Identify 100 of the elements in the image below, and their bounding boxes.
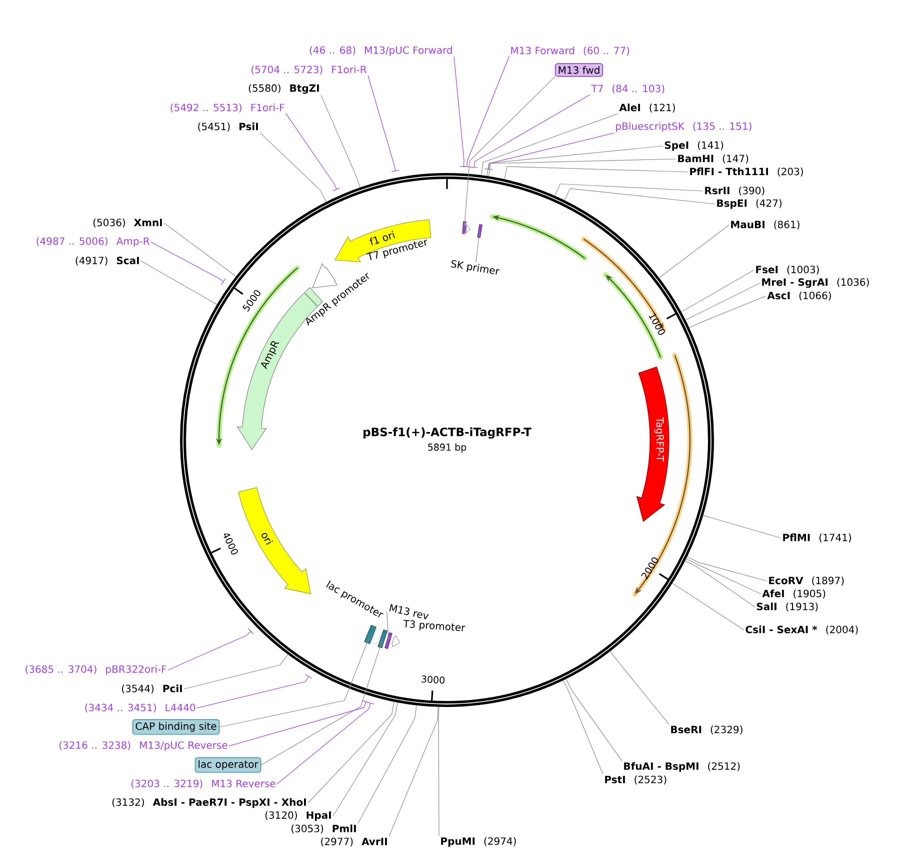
primer-label: (3203 .. 3219) M13 Reverse [131, 780, 276, 788]
feature-label: SK primer [450, 260, 500, 275]
enzyme-label: AfeI (1905) [762, 590, 826, 598]
leader-line [260, 638, 383, 766]
leader-line [140, 260, 218, 305]
enzyme-label: (3120) HpaI [265, 811, 331, 821]
feature-mark [477, 224, 482, 238]
plasmid-size: 5891 bp [428, 443, 466, 453]
feature-symbol [464, 222, 471, 235]
enzyme-label: PflFI - Tth111I (203) [690, 168, 803, 176]
tick-label: 1000 [648, 312, 665, 335]
primer-label: (3685 .. 3704) pBR322ori-F [26, 665, 166, 675]
leader-line [688, 296, 766, 328]
primer-label: (46 .. 68) M13/pUC Forward [310, 46, 452, 56]
enzyme-label: BspEI (427) [717, 199, 782, 209]
leader-line [368, 75, 400, 172]
enzyme-label: BfuAI - BspMI (2512) [624, 762, 740, 772]
primer-label: T7 (84 .. 103) [591, 84, 664, 94]
enzyme-label: CsiI - SexAI * (2004) [746, 626, 858, 634]
feature-mark [371, 629, 382, 645]
leader-line [168, 628, 254, 670]
leader-line [488, 158, 676, 177]
feature-box: CAP binding site [132, 719, 220, 735]
enzyme-label: (5036) XmnI [93, 218, 162, 228]
feature-box: lac operator [194, 757, 262, 773]
feature-box: M13 fwd [554, 63, 604, 77]
leader-line [563, 680, 604, 775]
primer-label: (3216 .. 3238) M13/pUC Reverse [59, 741, 228, 751]
feature-symbol [392, 635, 400, 648]
leader-line [332, 702, 398, 816]
leader-line [286, 113, 340, 191]
enzyme-label: SpeI (141) [664, 141, 724, 151]
enzyme-label: SalI (1913) [756, 602, 818, 612]
primer-label: (4987 .. 5006) Amp-R [36, 237, 150, 247]
leader-line [164, 222, 236, 277]
leader-line [610, 651, 670, 725]
enzyme-label: PstI (2523) [605, 776, 666, 784]
enzyme-label: (5580) BtgZI [248, 84, 319, 94]
enzyme-label: (3132) AbsI - PaeR7I - PspXI - XhoI [112, 798, 306, 808]
leader-line [184, 654, 288, 690]
leader-line [476, 230, 480, 263]
enzyme-label: AleI (121) [619, 104, 675, 112]
leader-line [684, 560, 756, 608]
feature-label: T3 promoter [403, 620, 466, 632]
leader-line [481, 113, 618, 176]
enzyme-label: (3053) PmlI [292, 824, 356, 834]
primer-label: (5704 .. 5723) F1ori-R [252, 66, 367, 74]
leader-line [276, 702, 374, 784]
leader-line [219, 634, 371, 728]
plasmid-name: pBS-f1(+)-ACTB-iTagRFP-T [364, 427, 532, 439]
feature-label: M13 rev [389, 604, 429, 620]
enzyme-label: EcoRV (1897) [769, 576, 844, 586]
enzyme-label: BamHI (147) [678, 154, 748, 164]
enzyme-label: (4917) ScaI [76, 256, 139, 266]
leader-line [554, 184, 704, 196]
feature-block: ori [238, 487, 312, 594]
primer-label: pBluescriptSK (135 .. 151) [616, 122, 752, 132]
leader-line [196, 674, 312, 708]
tick-label: 3000 [422, 675, 444, 684]
leader-line [564, 188, 716, 204]
leader-line [686, 556, 768, 582]
leader-line [358, 704, 417, 824]
enzyme-label: AscI (1066) [767, 292, 831, 300]
enzyme-label: (2977) AvrII [321, 838, 387, 846]
leader-line [672, 583, 744, 630]
enzyme-label: PflMI (1741) [783, 534, 851, 542]
leader-line [438, 706, 440, 836]
leader-line [464, 76, 556, 228]
enzyme-label: RsrII (390) [705, 186, 764, 196]
enzyme-label: MreI - SgrAI (1036) [762, 278, 869, 288]
enzyme-label: PpuMI (2974) [441, 837, 516, 847]
primer-label: M13 Forward (60 .. 77) [511, 46, 630, 56]
leader-line [504, 166, 688, 180]
feature-mark [378, 629, 388, 648]
enzyme-label: (5451) PsiI [198, 122, 258, 132]
leader-line [702, 515, 782, 538]
leader-line [484, 132, 614, 170]
leader-line [566, 678, 622, 762]
leader-line [388, 706, 438, 837]
leader-line [308, 701, 395, 804]
leader-line [150, 242, 226, 285]
feature-mark [364, 624, 376, 644]
leader-line [470, 94, 590, 168]
feature-mark [384, 632, 392, 649]
leader-line [463, 56, 510, 168]
leader-line [320, 94, 360, 188]
leader-line [228, 700, 370, 746]
leader-line [386, 612, 389, 641]
leader-line [680, 270, 754, 312]
enzyme-label: (3544) PciI [122, 684, 182, 694]
leader-line [260, 132, 327, 202]
leader-line [686, 558, 762, 594]
enzyme-label: MauBI (861) [731, 220, 800, 230]
primer-label: (5492 .. 5513) F1ori-F [170, 104, 284, 112]
leader-line [658, 224, 730, 278]
leader-line [685, 282, 760, 320]
primer-label: (3434 .. 3451) L4440 [85, 704, 196, 712]
enzyme-label: BseRI (2329) [671, 726, 742, 734]
leader-line [486, 146, 664, 176]
enzyme-label: FseI (1003) [756, 266, 819, 274]
